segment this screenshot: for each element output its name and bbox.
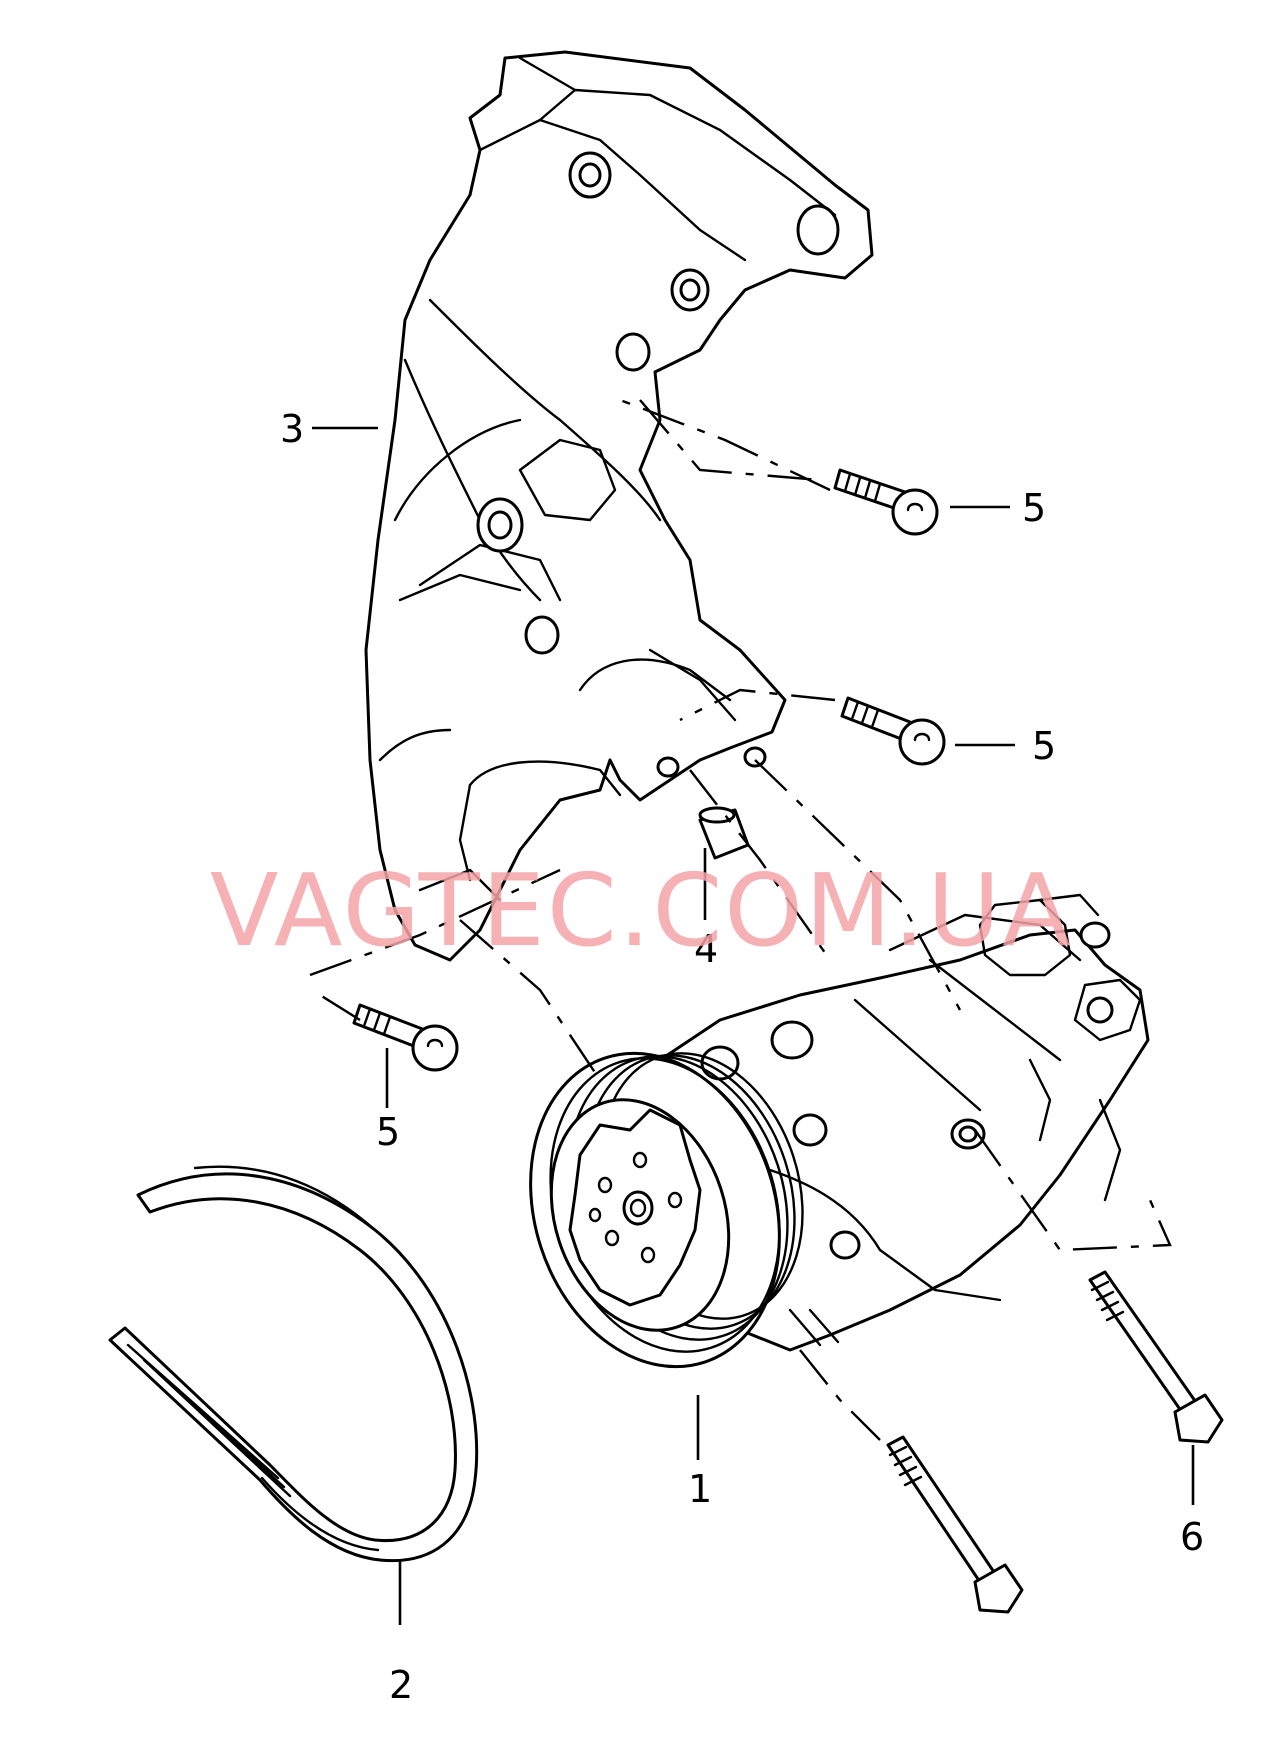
bolt-upper	[833, 468, 939, 536]
mounting-bracket	[364, 50, 874, 962]
callout-bolt-upper: 5	[1022, 486, 1046, 530]
callout-compressor: 1	[688, 1467, 712, 1511]
callout-belt: 2	[389, 1663, 413, 1707]
spacer-sleeve	[698, 806, 750, 860]
callout-bolt-middle: 5	[1032, 724, 1056, 768]
assembly-lines	[309, 398, 1172, 1441]
watermark-text: VAGTEC.COM.UA	[210, 852, 1073, 969]
callout-sleeve: 4	[694, 927, 718, 971]
callout-bolt-lower: 5	[376, 1110, 400, 1154]
callout-bracket: 3	[280, 407, 304, 451]
bolt-middle	[840, 696, 946, 766]
bolt-long-lower	[886, 1435, 1024, 1614]
bolt-lower	[352, 1003, 459, 1072]
ac-compressor	[529, 893, 1150, 1369]
bolt-long-right	[1088, 1270, 1224, 1444]
leader-lines	[312, 426, 1195, 1625]
poly-v-belt	[108, 1165, 479, 1563]
callout-bolt-long: 6	[1180, 1515, 1204, 1559]
